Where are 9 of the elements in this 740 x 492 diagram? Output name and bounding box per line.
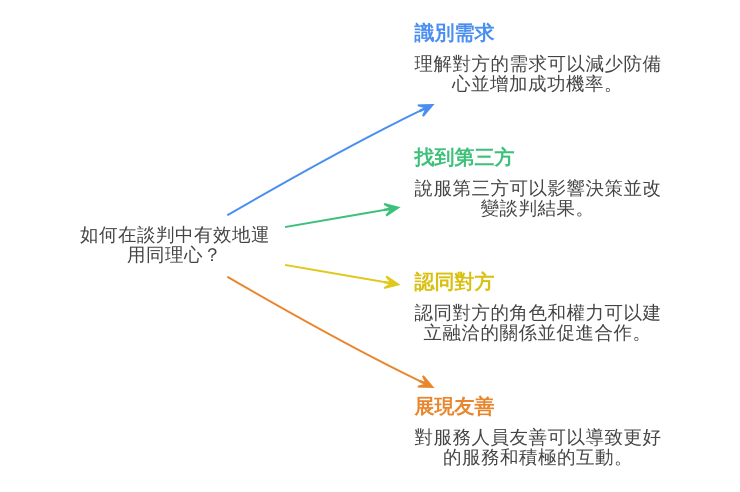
- arrow: [284, 202, 400, 228]
- node-text: 找到第三方 說服第三方可以影響決策並改變談判結果。: [414, 146, 662, 220]
- node-text: 展現友善 對服務人員友善可以導致更好的服務和積極的互動。: [414, 394, 662, 469]
- arrow: [226, 104, 434, 216]
- node-text: 識別需求 理解對方的需求可以減少防備心並增加成功機率。: [414, 21, 662, 95]
- node-text: 如何在談判中有效地運用同理心？: [80, 224, 270, 266]
- arrow: [284, 264, 400, 290]
- node-text: 認同對方 認同對方的角色和權力可以建立融洽的關係並促進合作。: [414, 270, 662, 344]
- arrow: [226, 276, 434, 388]
